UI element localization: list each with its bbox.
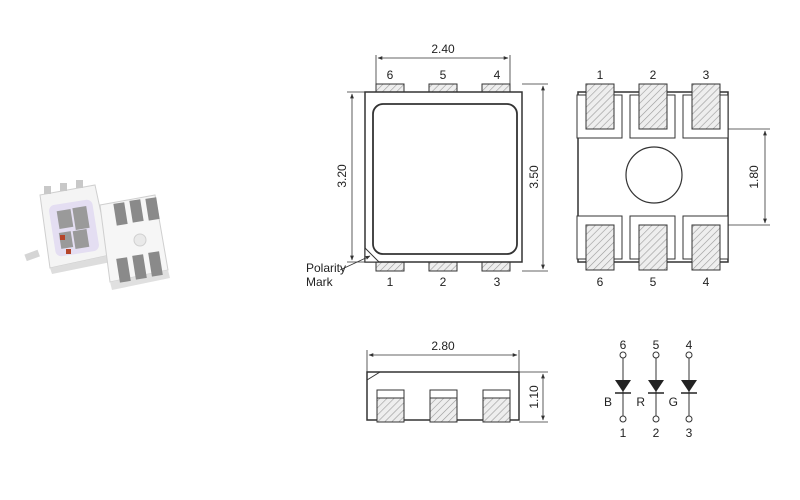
dim-side-length: 2.80 <box>431 339 455 353</box>
schematic-pin-bottom: 1 <box>620 426 627 440</box>
top-view-pad-3 <box>481 261 511 272</box>
schematic-led-label: R <box>636 395 645 409</box>
schematic-pin-bottom: 2 <box>653 426 660 440</box>
schematic: 6 B 1 5 R 2 4 G 3 <box>604 338 697 440</box>
top-view-pin-label: 3 <box>494 275 501 289</box>
dim-outer-height: 3.50 <box>527 165 541 189</box>
bottom-view-pin-label: 5 <box>650 275 657 289</box>
dim-top-width: 2.40 <box>431 42 455 56</box>
schematic-pin-top: 5 <box>653 338 660 352</box>
polarity-mark-label: Polarity <box>306 261 346 275</box>
schematic-pin-top: 4 <box>686 338 693 352</box>
schematic-led-label: B <box>604 395 612 409</box>
polarity-mark-label: Mark <box>306 275 334 289</box>
bottom-view-pad-5 <box>638 224 668 271</box>
schematic-pin-top: 6 <box>620 338 627 352</box>
schematic-led-label: G <box>669 395 678 409</box>
side-view: 2.80 1.10 <box>366 339 548 423</box>
top-view-pad-2 <box>428 261 458 272</box>
diode-r-icon <box>648 380 664 392</box>
bottom-view-pin-label: 2 <box>650 68 657 82</box>
led-photo <box>24 180 170 290</box>
top-view-window <box>372 103 518 255</box>
bottom-view-center-circle <box>625 146 683 204</box>
bottom-view-pad-2 <box>638 83 668 130</box>
dim-pad-pitch: 1.80 <box>747 165 761 189</box>
bottom-view-pad-3 <box>691 83 721 130</box>
led-photo-front <box>24 180 111 274</box>
top-view-pad-1 <box>375 261 405 272</box>
bottom-view-pad-4 <box>691 224 721 271</box>
top-view: 6 5 4 1 2 3 2.40 3.20 3.50 Polarity Mark <box>306 42 548 289</box>
top-view-pin-label: 1 <box>387 275 394 289</box>
top-view-pin-label: 5 <box>440 68 447 82</box>
dim-side-height: 1.10 <box>527 385 541 409</box>
diode-g-icon <box>681 380 697 392</box>
schematic-pin-bottom: 3 <box>686 426 693 440</box>
bottom-view-pin-label: 6 <box>597 275 604 289</box>
bottom-view-pad-6 <box>585 224 615 271</box>
top-view-pin-label: 6 <box>387 68 394 82</box>
led-photo-back <box>99 194 170 290</box>
top-view-pin-label: 2 <box>440 275 447 289</box>
bottom-view-pin-label: 3 <box>703 68 710 82</box>
top-view-pin-label: 4 <box>494 68 501 82</box>
bottom-view: 1 2 3 6 5 4 1.80 <box>576 68 770 289</box>
dim-top-height: 3.20 <box>335 164 349 188</box>
bottom-view-pin-label: 1 <box>597 68 604 82</box>
bottom-view-pad-1 <box>585 83 615 130</box>
diode-b-icon <box>615 380 631 392</box>
bottom-view-pin-label: 4 <box>703 275 710 289</box>
